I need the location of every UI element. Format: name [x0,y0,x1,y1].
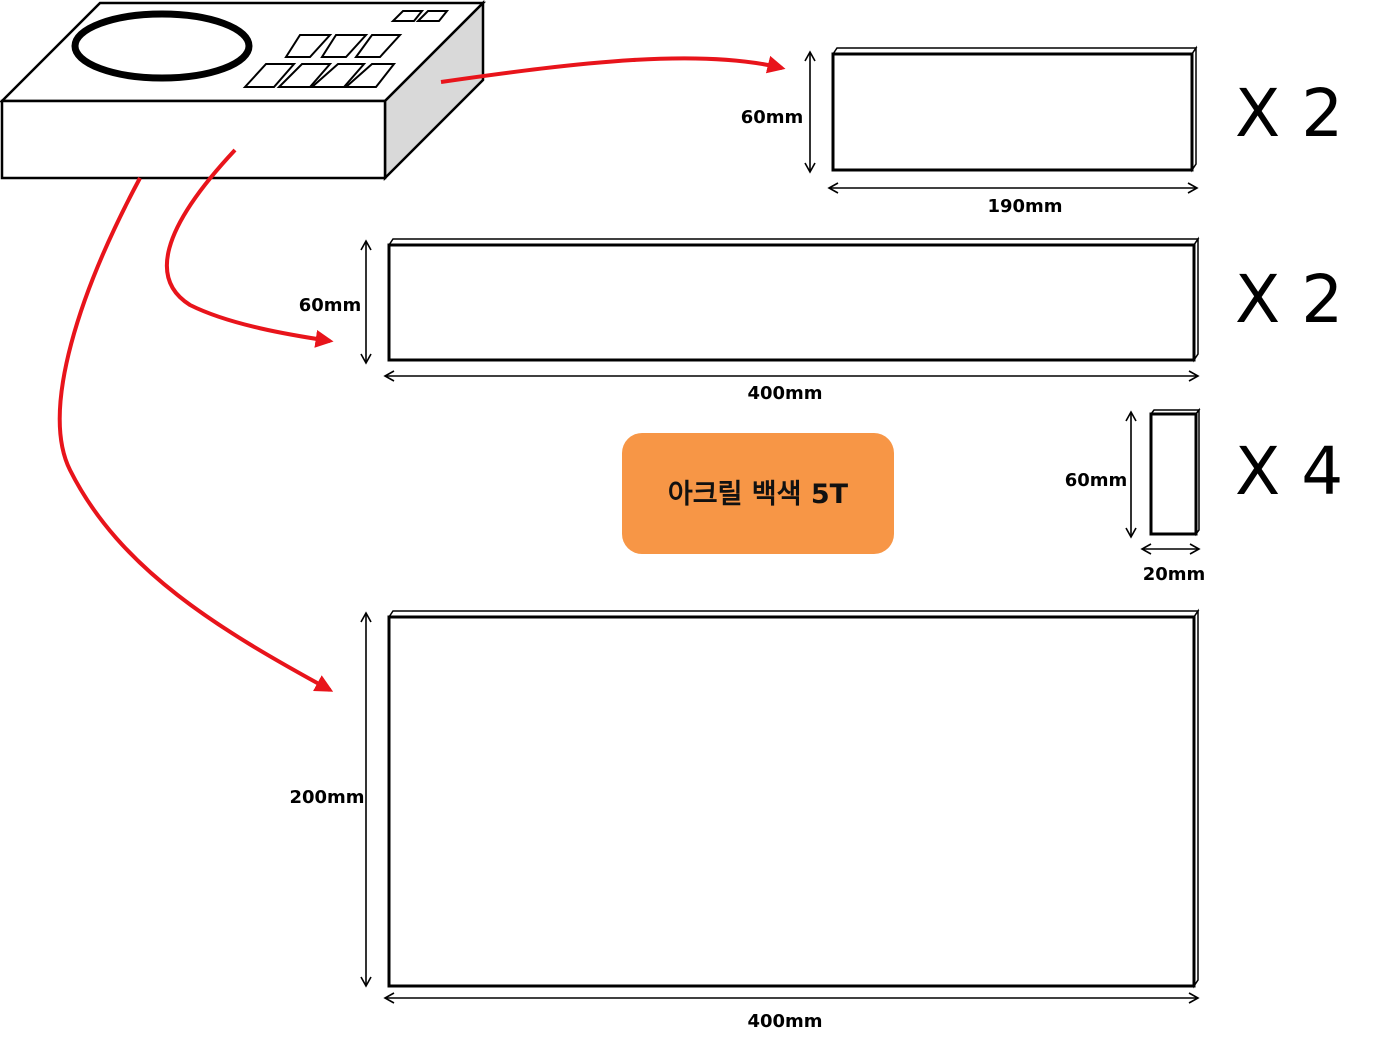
material-badge: 아크릴 백색 5T [622,433,894,554]
quantity-label: X 4 [1235,433,1343,510]
quantity-label: X 2 [1235,261,1343,338]
box-front-face [0,99,387,180]
red-arrows [57,55,786,692]
height-label: 60mm [741,107,804,128]
arrow-to-panel-400 [164,148,334,348]
panel-400x200: 200mm 400mm [289,608,1200,1032]
quantity-label: X 2 [1235,75,1343,152]
arrow-to-panel-base [57,177,334,692]
panel-400x60: 60mm 400mm X 2 [299,236,1343,404]
panel-20x60: 60mm 20mm X 4 [1065,407,1343,585]
height-label: 60mm [299,295,362,316]
width-label: 400mm [747,1011,822,1032]
panel-190x60: 60mm 190mm X 2 [741,45,1343,217]
button-grid-icon [242,10,450,88]
device-box-illustration [0,0,487,182]
height-label: 200mm [289,787,364,808]
width-label: 20mm [1143,564,1206,585]
width-label: 400mm [747,383,822,404]
material-label: 아크릴 백색 5T [668,479,849,510]
height-label: 60mm [1065,470,1128,491]
width-label: 190mm [987,196,1062,217]
arrow-to-panel-190 [440,55,786,84]
jog-wheel-icon [71,10,253,82]
